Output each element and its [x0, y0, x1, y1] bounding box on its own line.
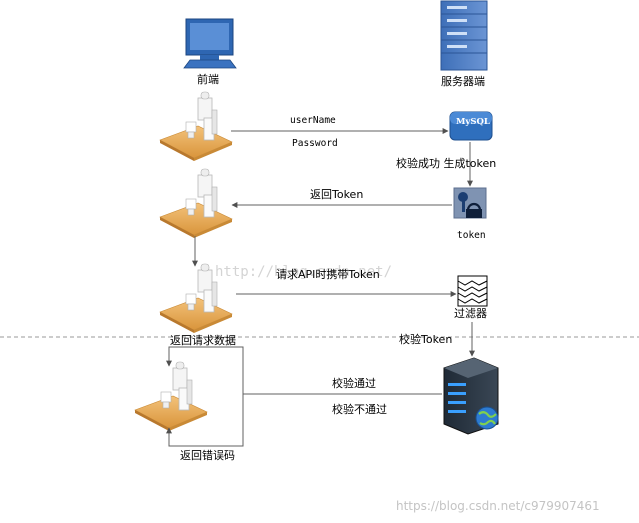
mysql-database-icon	[449, 111, 493, 141]
return-data-label: 返回请求数据	[170, 333, 236, 347]
globe-icon	[475, 406, 499, 430]
edge-api-token-label: 请求API时携带Token	[276, 267, 380, 281]
watermark-center: http://blog.csdn.net/	[215, 264, 392, 280]
edge-password-label: Password	[292, 138, 338, 149]
edge-fail-return-error	[166, 394, 244, 447]
edge-return-token-label: 返回Token	[310, 188, 363, 201]
client-computer-icon	[183, 18, 237, 69]
edge-verify-token-label: 校验Token	[399, 332, 452, 346]
server-label: 服务器端	[441, 75, 485, 88]
edge-pass-label: 校验通过	[332, 376, 376, 390]
edge-username-label: userName	[290, 115, 336, 126]
token-key-icon	[453, 187, 487, 219]
return-error-label: 返回错误码	[180, 448, 235, 462]
mysql-label: MySQL	[456, 117, 490, 127]
edge-pass-return-data	[166, 346, 244, 394]
workstation-login-icon	[159, 91, 233, 162]
workstation-receive-token-icon	[159, 168, 233, 239]
client-label: 前端	[197, 72, 219, 86]
edge-generate-token-label: 校验成功 生成token	[396, 156, 496, 170]
filter-icon	[457, 275, 488, 307]
watermark-bottom: https://blog.csdn.net/c979907461	[396, 499, 600, 513]
server-rack-icon	[440, 0, 488, 71]
edge-fail-label: 校验不通过	[332, 402, 387, 416]
filter-label: 过滤器	[454, 307, 487, 320]
token-label: token	[457, 230, 486, 241]
workstation-result-icon	[134, 361, 208, 432]
